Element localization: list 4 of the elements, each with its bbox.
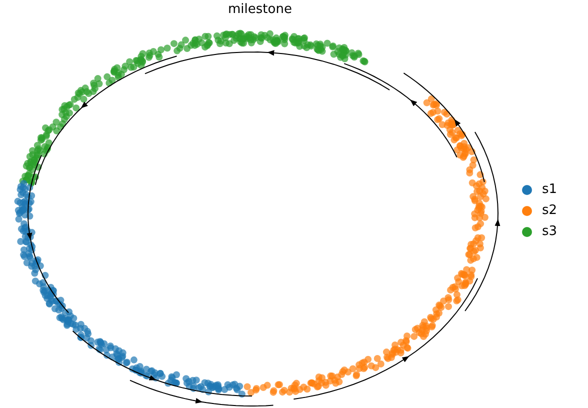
plot-title: milestone: [227, 2, 293, 17]
legend-label: s2: [542, 203, 558, 218]
legend-label: s3: [542, 224, 558, 239]
legend-label: s1: [542, 182, 558, 197]
